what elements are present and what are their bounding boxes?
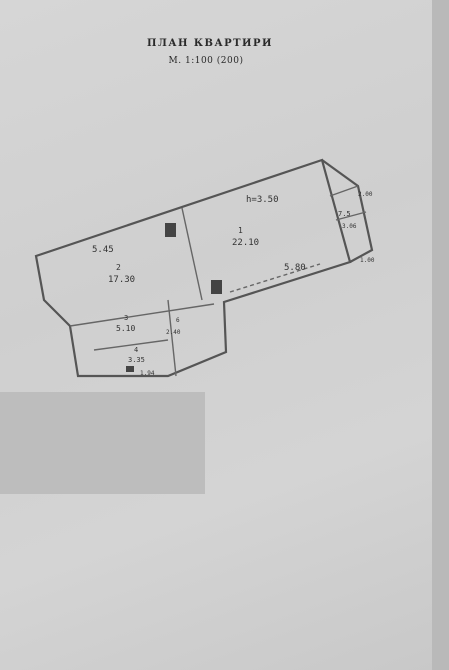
room-3-area: 5.10 xyxy=(116,324,135,333)
room-2-area: 17.30 xyxy=(108,275,135,285)
dimension-line xyxy=(229,263,321,293)
scale-text: М. 1:100 (200) xyxy=(168,56,244,66)
bathroom-area: 2.40 xyxy=(166,329,181,336)
annex-wall-2 xyxy=(335,211,367,221)
room-5-area: 1.94 xyxy=(140,370,155,377)
partition-wall-3 xyxy=(93,339,169,351)
room-4-area: 3.35 xyxy=(128,356,145,364)
side-dimension-1: 3.06 xyxy=(342,223,357,230)
height-label: h=3.50 xyxy=(246,195,279,205)
room-4-number: 4 xyxy=(134,346,138,354)
partition-wall-2 xyxy=(69,303,215,327)
room-3-number: 3 xyxy=(124,314,128,322)
inner-walls xyxy=(69,185,367,377)
side-dimension-3: 2.00 xyxy=(358,191,373,198)
side-dimension-2: 1.00 xyxy=(360,257,375,264)
structural-blocks xyxy=(126,223,222,372)
bathroom-number: 6 xyxy=(176,317,180,324)
room-1-area: 22.10 xyxy=(232,238,259,248)
page-title: ПЛАН КВАРТИРИ xyxy=(147,38,273,49)
room-1-width: 5.80 xyxy=(284,263,306,273)
room-2-number: 2 xyxy=(116,263,121,272)
partition-wall-4 xyxy=(167,299,177,377)
annex-wall xyxy=(329,185,359,197)
column-block-2 xyxy=(211,280,222,294)
balcony-outline xyxy=(321,159,374,263)
fixture-block xyxy=(126,366,134,372)
partition-wall-1 xyxy=(181,207,203,301)
apartment-outline xyxy=(34,158,352,378)
scan-shadow xyxy=(0,392,205,494)
room-1-number: 1 xyxy=(238,226,243,235)
scan-edge xyxy=(432,0,449,670)
balcony-label: 7.5 xyxy=(338,210,351,218)
column-block-1 xyxy=(165,223,176,237)
outer-walls xyxy=(34,158,374,378)
room-2-width: 5.45 xyxy=(92,245,114,255)
